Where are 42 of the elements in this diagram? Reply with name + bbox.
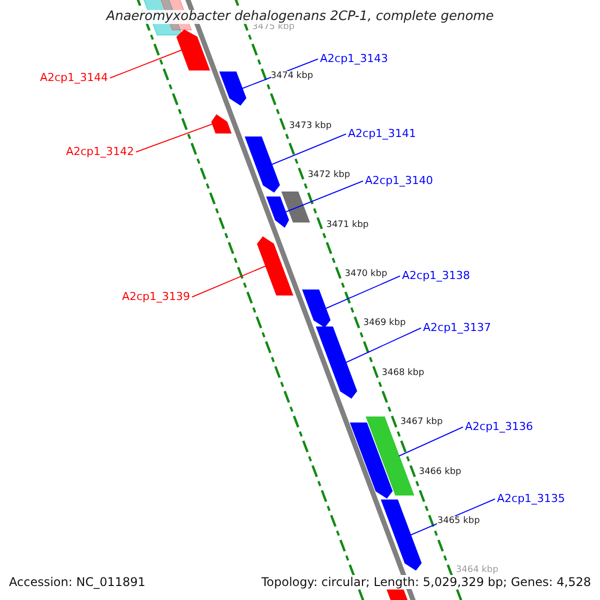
gene-label: A2cp1_3141	[348, 127, 416, 141]
scale-label: 3472 kbp	[308, 170, 350, 182]
genome-info-text: Topology: circular; Length: 5,029,329 bp; Genes: 4,528	[261, 575, 591, 589]
gene-block	[256, 236, 294, 296]
gene-label: A2cp1_3144	[40, 71, 108, 85]
leader-line	[110, 50, 182, 78]
leader-line	[345, 328, 422, 363]
gene-label: A2cp1_3137	[423, 321, 492, 335]
leader-line	[136, 124, 213, 152]
gene-label: A2cp1_3142	[66, 145, 134, 159]
gene-block	[316, 326, 358, 399]
scale-label: 3470 kbp	[344, 269, 388, 280]
accession-text: Accession: NC_011891	[9, 575, 146, 589]
gene-block	[281, 192, 310, 222]
leader-line	[398, 426, 464, 456]
scale-label: 3473 kbp	[289, 120, 332, 132]
gene-block	[219, 72, 246, 106]
gene-label: A2cp1_3135	[497, 492, 566, 506]
scale-label: 3468 kbp	[382, 368, 424, 379]
scale-label: 3465 kbp	[437, 516, 480, 527]
gene-block	[211, 114, 232, 134]
scale-label: 3469 kbp	[363, 318, 406, 330]
scale-label: 3467 kbp	[400, 417, 443, 428]
leader-line	[271, 134, 346, 165]
gene-label: A2cp1_3136	[465, 420, 534, 434]
gene-label: A2cp1_3139	[122, 290, 190, 304]
scale-label: 3471 kbp	[326, 220, 369, 231]
gene-label: A2cp1_3143	[320, 52, 388, 66]
gene-block	[176, 29, 210, 70]
gene-label: A2cp1_3138	[402, 269, 470, 283]
title: Anaeromyxobacter dehalogenans 2CP-1, complete genome	[106, 10, 494, 24]
gene-block	[380, 500, 422, 571]
leader-line	[325, 276, 400, 309]
gene-block	[266, 196, 290, 228]
leader-line	[192, 266, 266, 298]
leader-line	[285, 180, 364, 212]
gene-label: A2cp1_3140	[365, 174, 434, 188]
gene-block	[350, 422, 393, 499]
scale-label: 3466 kbp	[418, 466, 462, 478]
gene-block	[302, 290, 331, 328]
scale-label: 3474 kbp	[270, 71, 314, 82]
gene-block	[244, 136, 280, 193]
